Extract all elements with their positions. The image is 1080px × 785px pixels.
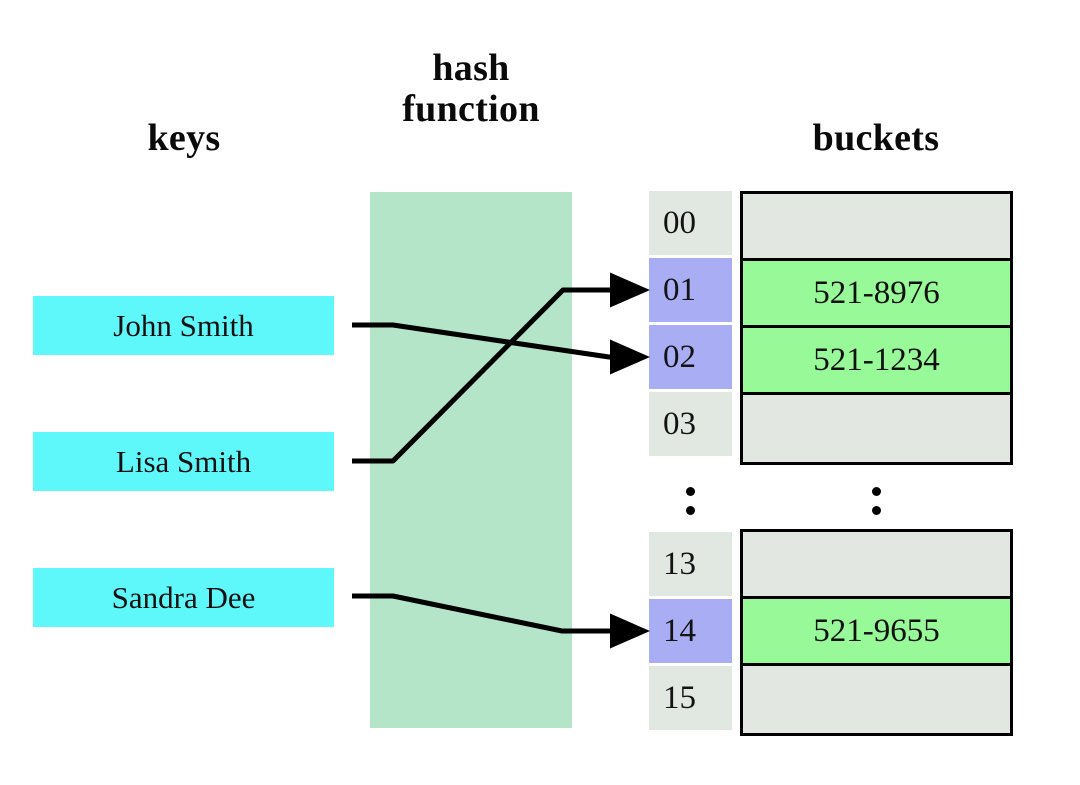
key-label: Sandra Dee — [111, 579, 256, 615]
vertical-ellipsis-icon-index — [686, 487, 696, 515]
bucket-index-label: 13 — [663, 545, 696, 582]
bucket-index-00: 00 — [649, 191, 732, 255]
key-label: John Smith — [113, 307, 254, 343]
bucket-index-label: 01 — [663, 271, 696, 308]
bucket-index-01: 01 — [649, 258, 732, 322]
key-box-john-smith: John Smith — [33, 296, 334, 355]
key-box-sandra-dee: Sandra Dee — [33, 568, 334, 627]
bucket-cell-00 — [743, 194, 1010, 261]
vertical-ellipsis-icon-buckets — [872, 487, 882, 515]
bucket-index-label: 00 — [663, 204, 696, 241]
hash-function-band — [370, 192, 572, 728]
bucket-value: 521-8976 — [813, 274, 940, 311]
bucket-index-label: 02 — [663, 338, 696, 375]
buckets-column-heading: buckets — [812, 117, 940, 159]
bucket-cell-15 — [743, 666, 1010, 733]
bucket-index-15: 15 — [649, 666, 732, 730]
ellipsis-dot — [872, 506, 881, 515]
bucket-index-02: 02 — [649, 325, 732, 389]
bucket-index-03: 03 — [649, 392, 732, 456]
bucket-table-bottom: 521-9655 — [740, 529, 1013, 736]
bucket-index-label: 03 — [663, 405, 696, 442]
bucket-index-13: 13 — [649, 532, 732, 596]
ellipsis-dot — [686, 506, 695, 515]
hash-function-column-heading: hash function — [402, 47, 540, 131]
bucket-index-label: 14 — [663, 612, 696, 649]
bucket-cell-03 — [743, 395, 1010, 462]
bucket-cell-01: 521-8976 — [743, 261, 1010, 328]
key-label: Lisa Smith — [115, 443, 252, 479]
keys-column-heading: keys — [147, 117, 221, 159]
bucket-cell-14: 521-9655 — [743, 599, 1010, 666]
bucket-table-top: 521-8976 521-1234 — [740, 191, 1013, 465]
ellipsis-dot — [872, 487, 881, 496]
key-box-lisa-smith: Lisa Smith — [33, 432, 334, 491]
ellipsis-dot — [686, 487, 695, 496]
bucket-cell-13 — [743, 532, 1010, 599]
bucket-value: 521-1234 — [813, 341, 940, 378]
bucket-value: 521-9655 — [813, 612, 940, 649]
bucket-index-label: 15 — [663, 679, 696, 716]
bucket-index-14: 14 — [649, 599, 732, 663]
bucket-cell-02: 521-1234 — [743, 328, 1010, 395]
